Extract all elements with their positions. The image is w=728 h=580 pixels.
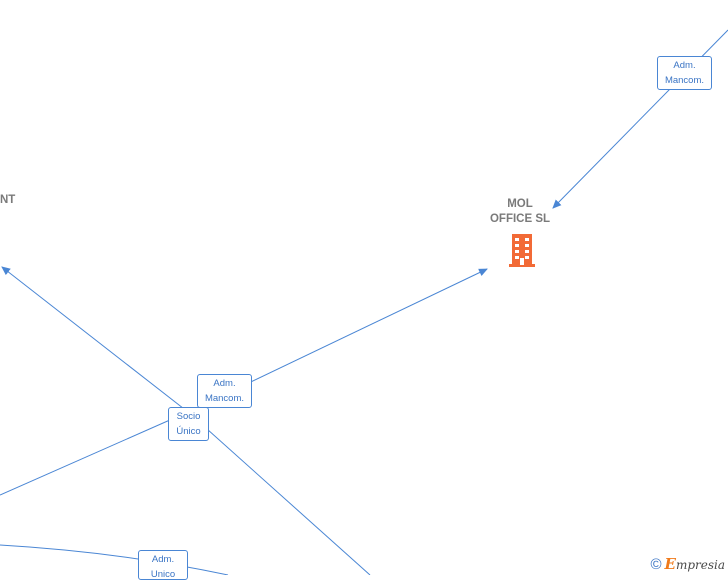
edge-label-bottom[interactable]: Adm. Unico xyxy=(138,550,188,580)
edge-lower-left-to-center xyxy=(0,411,189,496)
edge-center-to-left-node xyxy=(1,266,189,413)
copyright-icon: © xyxy=(650,555,662,573)
edge-label-center-socio[interactable]: Socio Único xyxy=(168,407,209,441)
node-name-mol-office[interactable]: MOL OFFICE SL xyxy=(489,198,551,225)
edge-label-center-adm[interactable]: Adm. Mancom. xyxy=(197,374,252,408)
watermark: © Empresia xyxy=(650,555,725,573)
node-name-partial-left[interactable]: NT xyxy=(0,194,16,206)
brand-logo: Empresia xyxy=(664,555,726,573)
edge-bottom-curve xyxy=(0,544,229,575)
building-icon[interactable] xyxy=(506,234,538,268)
edge-center-to-bottom xyxy=(187,411,371,575)
edge-label-top-right[interactable]: Adm. Mancom. xyxy=(657,56,712,90)
